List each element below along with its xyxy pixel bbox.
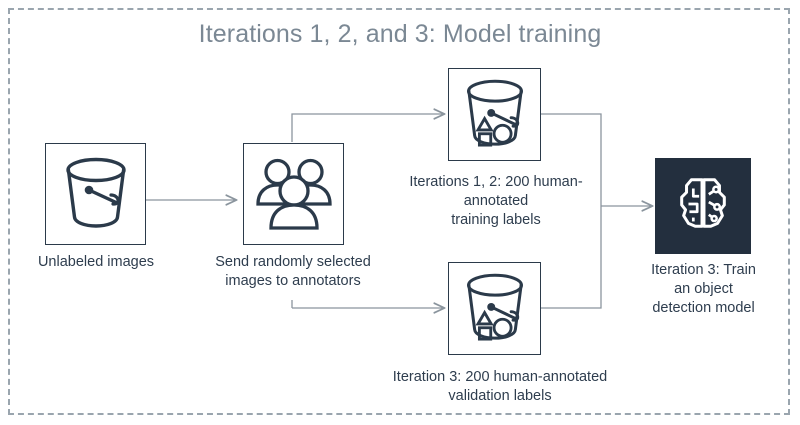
bucket-with-shapes-icon	[460, 269, 530, 348]
node-unlabeled-images[interactable]	[45, 143, 146, 245]
caption-unlabeled-images: Unlabeled images	[37, 254, 155, 270]
node-object-detection-model[interactable]	[655, 158, 751, 254]
node-training-labels[interactable]	[448, 68, 541, 161]
node-validation-labels[interactable]	[448, 262, 541, 355]
ai-brain-chip-icon	[672, 173, 734, 240]
bucket-with-shapes-icon	[460, 75, 530, 154]
diagram-dashed-border	[8, 8, 790, 415]
caption-training-labels: Iterations 1, 2: 200 human- annotated tr…	[409, 174, 583, 228]
caption-validation-labels: Iteration 3: 200 human-annotated validat…	[392, 369, 608, 404]
caption-object-detection-model: Iteration 3: Train an object detection m…	[651, 262, 756, 316]
bucket-icon	[59, 153, 133, 236]
node-annotators[interactable]	[243, 143, 344, 245]
people-group-icon	[254, 154, 334, 235]
diagram-title: Iterations 1, 2, and 3: Model training	[198, 20, 602, 48]
caption-annotators: Send randomly selected images to annotat…	[215, 254, 371, 289]
